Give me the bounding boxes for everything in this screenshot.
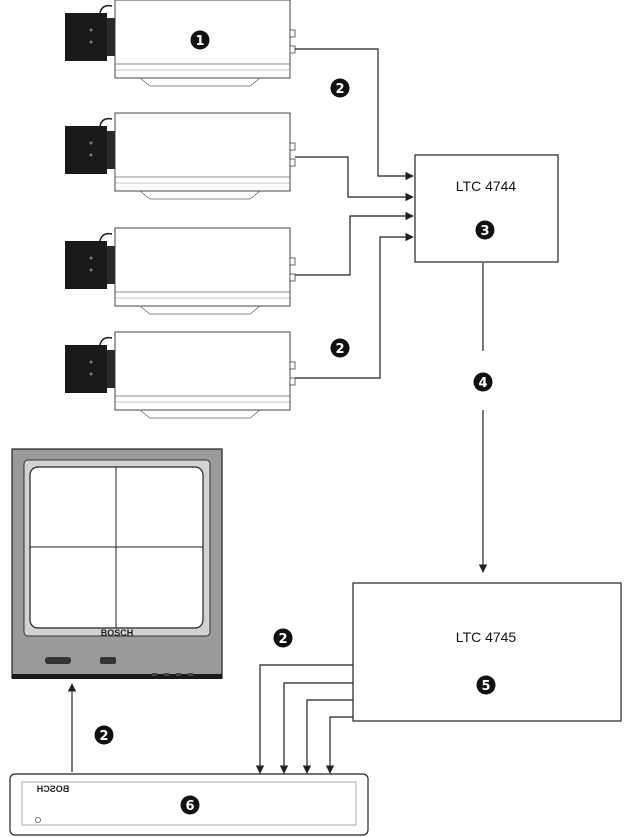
decoder-label: LTC 4745 — [456, 629, 517, 645]
svg-text:1: 1 — [195, 34, 204, 49]
marker-encoder: 3 — [475, 220, 495, 240]
svg-text:3: 3 — [480, 224, 489, 239]
monitor: BOSCH — [11, 448, 223, 679]
svg-text:4: 4 — [478, 376, 487, 391]
monitor-button — [100, 657, 116, 664]
camera-3 — [64, 227, 296, 315]
monitor-brand: BOSCH — [101, 628, 134, 638]
marker-link: 4 — [473, 372, 493, 392]
monitor-control — [45, 657, 71, 664]
marker-cable-monitor: 2 — [94, 725, 114, 745]
svg-text:5: 5 — [481, 679, 490, 694]
marker-decoder: 5 — [476, 675, 496, 695]
encoder-box — [414, 154, 559, 263]
recorder-brand: BOSCH — [37, 784, 70, 794]
wire-camera-4 — [295, 232, 414, 379]
marker-cable-top: 2 — [330, 78, 350, 98]
wire-decoder-4 — [325, 716, 353, 774]
svg-text:2: 2 — [335, 82, 344, 97]
camera-2 — [64, 112, 296, 200]
wire-decoder-3 — [302, 699, 353, 774]
encoder-label: LTC 4744 — [456, 178, 517, 194]
svg-text:6: 6 — [185, 799, 194, 814]
camera-1 — [64, 0, 296, 87]
marker-cable-bottom-camera: 2 — [330, 338, 350, 358]
svg-text:2: 2 — [335, 342, 344, 357]
marker-cable-decoder-out: 2 — [273, 628, 293, 648]
wire-decoder-2 — [279, 682, 353, 774]
marker-cameras: 1 — [190, 30, 210, 50]
wire-camera-2 — [295, 156, 414, 202]
decoder-box — [352, 582, 622, 722]
wire-camera-1 — [295, 48, 414, 181]
camera-4 — [64, 331, 296, 419]
power-indicator — [35, 817, 41, 823]
marker-recorder: 6 — [180, 795, 200, 815]
wire-camera-3 — [295, 211, 414, 276]
svg-text:2: 2 — [278, 632, 287, 647]
wire-decoder-1 — [255, 664, 353, 774]
svg-text:2: 2 — [99, 729, 108, 744]
